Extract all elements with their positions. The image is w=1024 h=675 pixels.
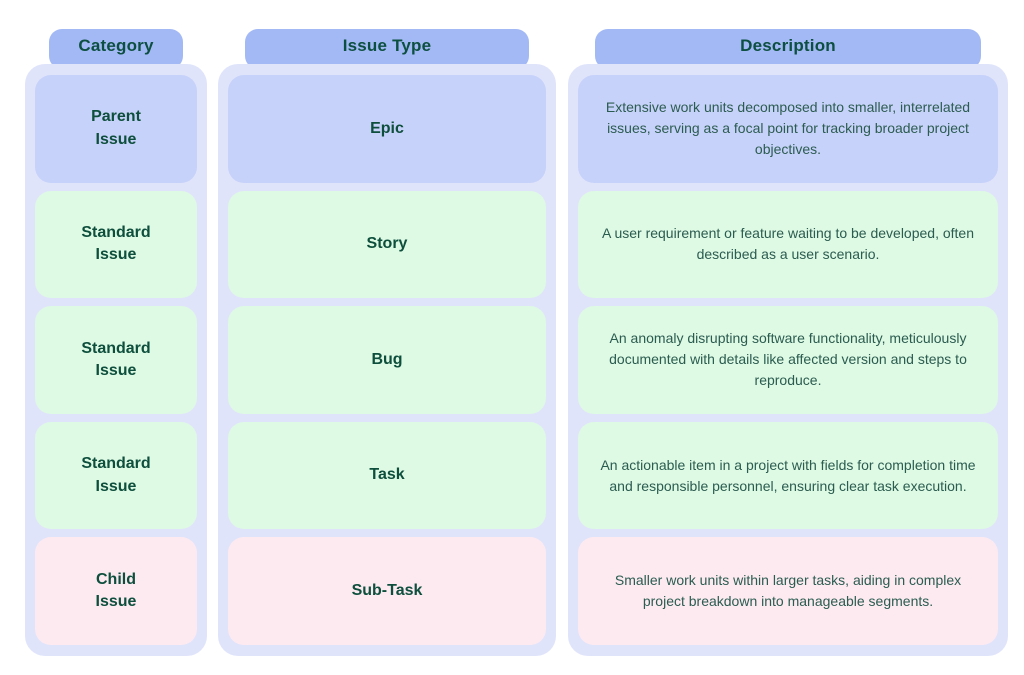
category-cell-parent-issue: Parent Issue (35, 75, 197, 183)
issue-type-cell-task: Task (228, 421, 546, 530)
issue-type-label: Bug (371, 350, 403, 368)
column-issue-type: Issue Type Epic Story Bug Task Sub-Task (218, 0, 556, 675)
description-text: A user requirement or feature waiting to… (601, 225, 974, 263)
description-text: An anomaly disrupting software functiona… (609, 330, 967, 389)
column-description: Description Extensive work units decompo… (568, 0, 1008, 675)
description-text: An actionable item in a project with fie… (600, 456, 976, 494)
issue-type-cell-sub-task: Sub-Task (228, 537, 546, 645)
description-cell-task: An actionable item in a project with fie… (578, 421, 998, 530)
issue-type-label: Task (369, 466, 405, 484)
category-label: Standard Issue (81, 224, 151, 264)
column-category: Category Parent Issue Standard Issue Sta… (25, 0, 207, 675)
category-column-body: Parent Issue Standard Issue Standard Iss… (25, 64, 207, 656)
description-column-header: Description (595, 29, 981, 69)
category-label: Standard Issue (81, 455, 151, 495)
category-label: Parent Issue (91, 108, 141, 148)
issue-type-header-label: Issue Type (342, 36, 432, 55)
issue-type-cell-epic: Epic (228, 75, 546, 183)
description-cell-story: A user requirement or feature waiting to… (578, 190, 998, 299)
category-label: Child Issue (95, 570, 137, 611)
category-cell-standard-issue-3: Standard Issue (35, 421, 197, 530)
issue-type-column-header: Issue Type (245, 29, 529, 69)
category-column-header: Category (49, 29, 183, 69)
category-cell-standard-issue-1: Standard Issue (35, 190, 197, 299)
issue-type-cell-story: Story (228, 190, 546, 299)
description-cell-bug: An anomaly disrupting software functiona… (578, 306, 998, 414)
issue-type-column-body: Epic Story Bug Task Sub-Task (218, 64, 556, 656)
category-cell-child-issue: Child Issue (35, 537, 197, 645)
issue-type-label: Sub-Task (351, 581, 423, 599)
category-header-label: Category (78, 36, 154, 55)
description-text: Smaller work units within larger tasks, … (614, 572, 962, 610)
description-cell-epic: Extensive work units decomposed into sma… (578, 75, 998, 183)
description-header-label: Description (740, 36, 836, 55)
issue-type-label: Epic (370, 119, 404, 137)
description-text: Extensive work units decomposed into sma… (605, 99, 971, 158)
issue-type-label: Story (366, 235, 408, 253)
description-column-body: Extensive work units decomposed into sma… (568, 64, 1008, 656)
category-cell-standard-issue-2: Standard Issue (35, 306, 197, 414)
issue-type-cell-bug: Bug (228, 306, 546, 414)
category-label: Standard Issue (81, 339, 151, 379)
description-cell-sub-task: Smaller work units within larger tasks, … (578, 537, 998, 645)
